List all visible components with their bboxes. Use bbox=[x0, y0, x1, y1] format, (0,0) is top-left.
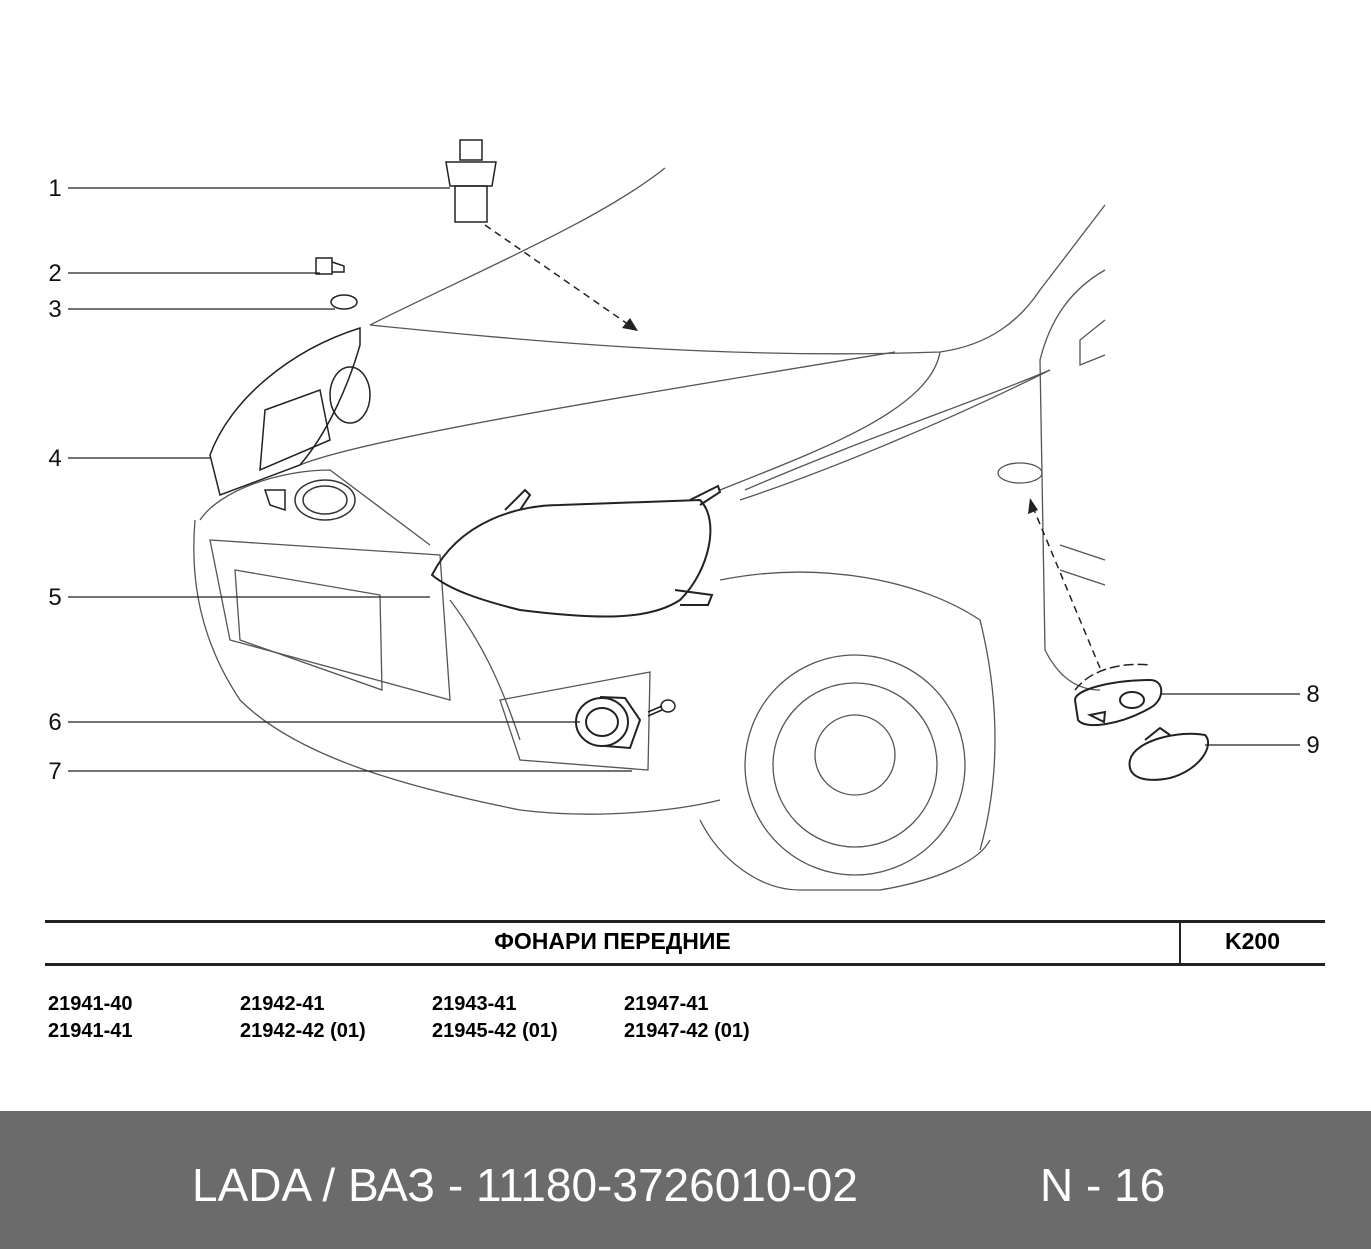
callout-1: 1 bbox=[48, 175, 62, 202]
diagram-title: ФОНАРИ ПЕРЕДНИЕ bbox=[494, 928, 731, 954]
part-2-bolt bbox=[315, 257, 345, 275]
callout-3: 3 bbox=[48, 296, 62, 323]
variant: 21945-42 (01) bbox=[432, 1020, 558, 1042]
variant: 21942-42 (01) bbox=[240, 1020, 366, 1042]
part-number-label: LADA / ВАЗ - 11180-3726010-02 bbox=[192, 1159, 858, 1211]
variant: 21947-41 bbox=[624, 993, 709, 1015]
assembly-arrows bbox=[484, 224, 1101, 669]
part-6-fog-lamp bbox=[575, 696, 642, 750]
callout-8: 8 bbox=[1306, 681, 1320, 708]
title-block-divider bbox=[1179, 922, 1181, 965]
wheel-arch-hint bbox=[1074, 663, 1151, 691]
variant: 21943-41 bbox=[432, 993, 517, 1015]
callout-2: 2 bbox=[48, 260, 62, 287]
part-3-washer bbox=[330, 294, 358, 310]
part-1-bulb-socket bbox=[445, 139, 497, 223]
emblem bbox=[294, 479, 356, 521]
callout-7: 7 bbox=[48, 758, 62, 785]
footer-bar bbox=[0, 1111, 1371, 1249]
title-block-top-rule bbox=[45, 920, 1325, 923]
part-7-screw bbox=[647, 699, 676, 717]
part-8-gasket bbox=[1073, 678, 1163, 727]
parts-diagram bbox=[68, 139, 1300, 891]
variant: 21941-41 bbox=[48, 1020, 133, 1042]
leader-lines bbox=[68, 187, 1300, 772]
diagram-code: K200 bbox=[1225, 928, 1280, 954]
part-9-side-repeater bbox=[1128, 726, 1210, 781]
page-label: N - 16 bbox=[1040, 1159, 1166, 1211]
callout-5: 5 bbox=[48, 584, 62, 611]
callout-6: 6 bbox=[48, 709, 62, 736]
car-body-outline bbox=[193, 167, 1106, 891]
part-5-headlamp bbox=[430, 484, 722, 618]
variant: 21942-41 bbox=[240, 993, 325, 1015]
part-4-headlamp-rear bbox=[209, 326, 371, 512]
callout-9: 9 bbox=[1306, 732, 1320, 759]
variant: 21941-40 bbox=[48, 993, 133, 1015]
callout-4: 4 bbox=[48, 445, 62, 472]
title-block-bottom-rule bbox=[45, 963, 1325, 966]
variant: 21947-42 (01) bbox=[624, 1020, 750, 1042]
